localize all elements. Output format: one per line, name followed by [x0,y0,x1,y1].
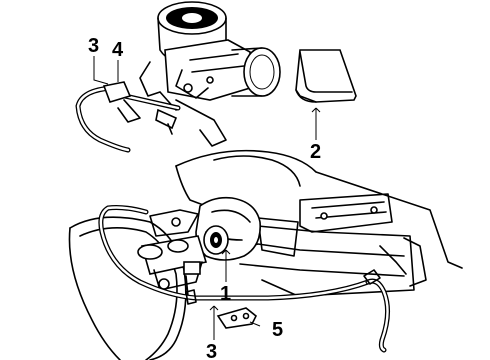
leader-lines [93,56,321,340]
bracket [216,307,258,329]
vacuum-hose-lower [98,205,390,353]
brake-booster [195,196,261,261]
callout-5: 5 [272,319,283,341]
callout-3-upper: 3 [88,35,99,57]
check-valve [102,81,178,135]
callout-1: 1 [220,283,231,305]
callout-3-lower: 3 [206,341,217,360]
insulator-pad [295,49,357,103]
engine-compartment [68,149,463,360]
throttle-body [139,1,281,147]
callout-2: 2 [310,141,321,163]
master-cylinder [137,209,208,299]
callout-4: 4 [112,39,124,61]
